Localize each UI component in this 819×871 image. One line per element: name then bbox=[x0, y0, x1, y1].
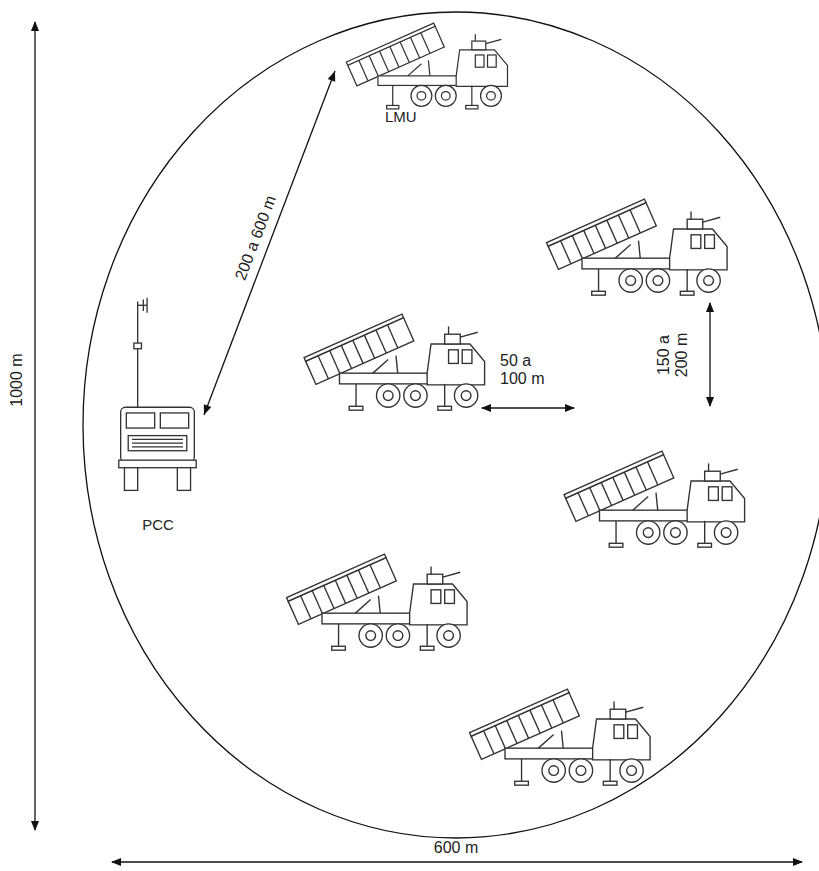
launcher-truck bbox=[470, 689, 651, 785]
launcher-truck bbox=[304, 314, 485, 410]
edge-label: 200 a 600 m bbox=[232, 193, 281, 283]
launcher-truck bbox=[346, 23, 507, 109]
dimension-label: 600 m bbox=[434, 839, 478, 857]
dimension-arrow bbox=[482, 407, 574, 408]
vehicle-label: LMU bbox=[385, 109, 417, 126]
dimension-label: 50 a 100 m bbox=[500, 352, 556, 389]
vehicle-node: PCC bbox=[112, 295, 204, 535]
arrow-head bbox=[204, 404, 211, 415]
launcher-truck bbox=[547, 199, 728, 295]
vehicle-node: LMU bbox=[335, 15, 520, 127]
launcher-truck bbox=[564, 451, 745, 547]
distance-arrow bbox=[204, 71, 335, 415]
arrow-head bbox=[328, 71, 335, 82]
launcher-truck bbox=[287, 554, 468, 650]
dimension-label: 150 a 200 m bbox=[655, 326, 692, 384]
dimension-arrow bbox=[34, 22, 35, 830]
dimension-arrow bbox=[112, 861, 802, 862]
command-vehicle bbox=[119, 298, 196, 491]
dimension-label: 1000 m bbox=[8, 353, 26, 406]
area-outline bbox=[83, 12, 819, 838]
vehicle-label: PCC bbox=[142, 517, 174, 534]
dimension-arrow bbox=[709, 303, 710, 406]
